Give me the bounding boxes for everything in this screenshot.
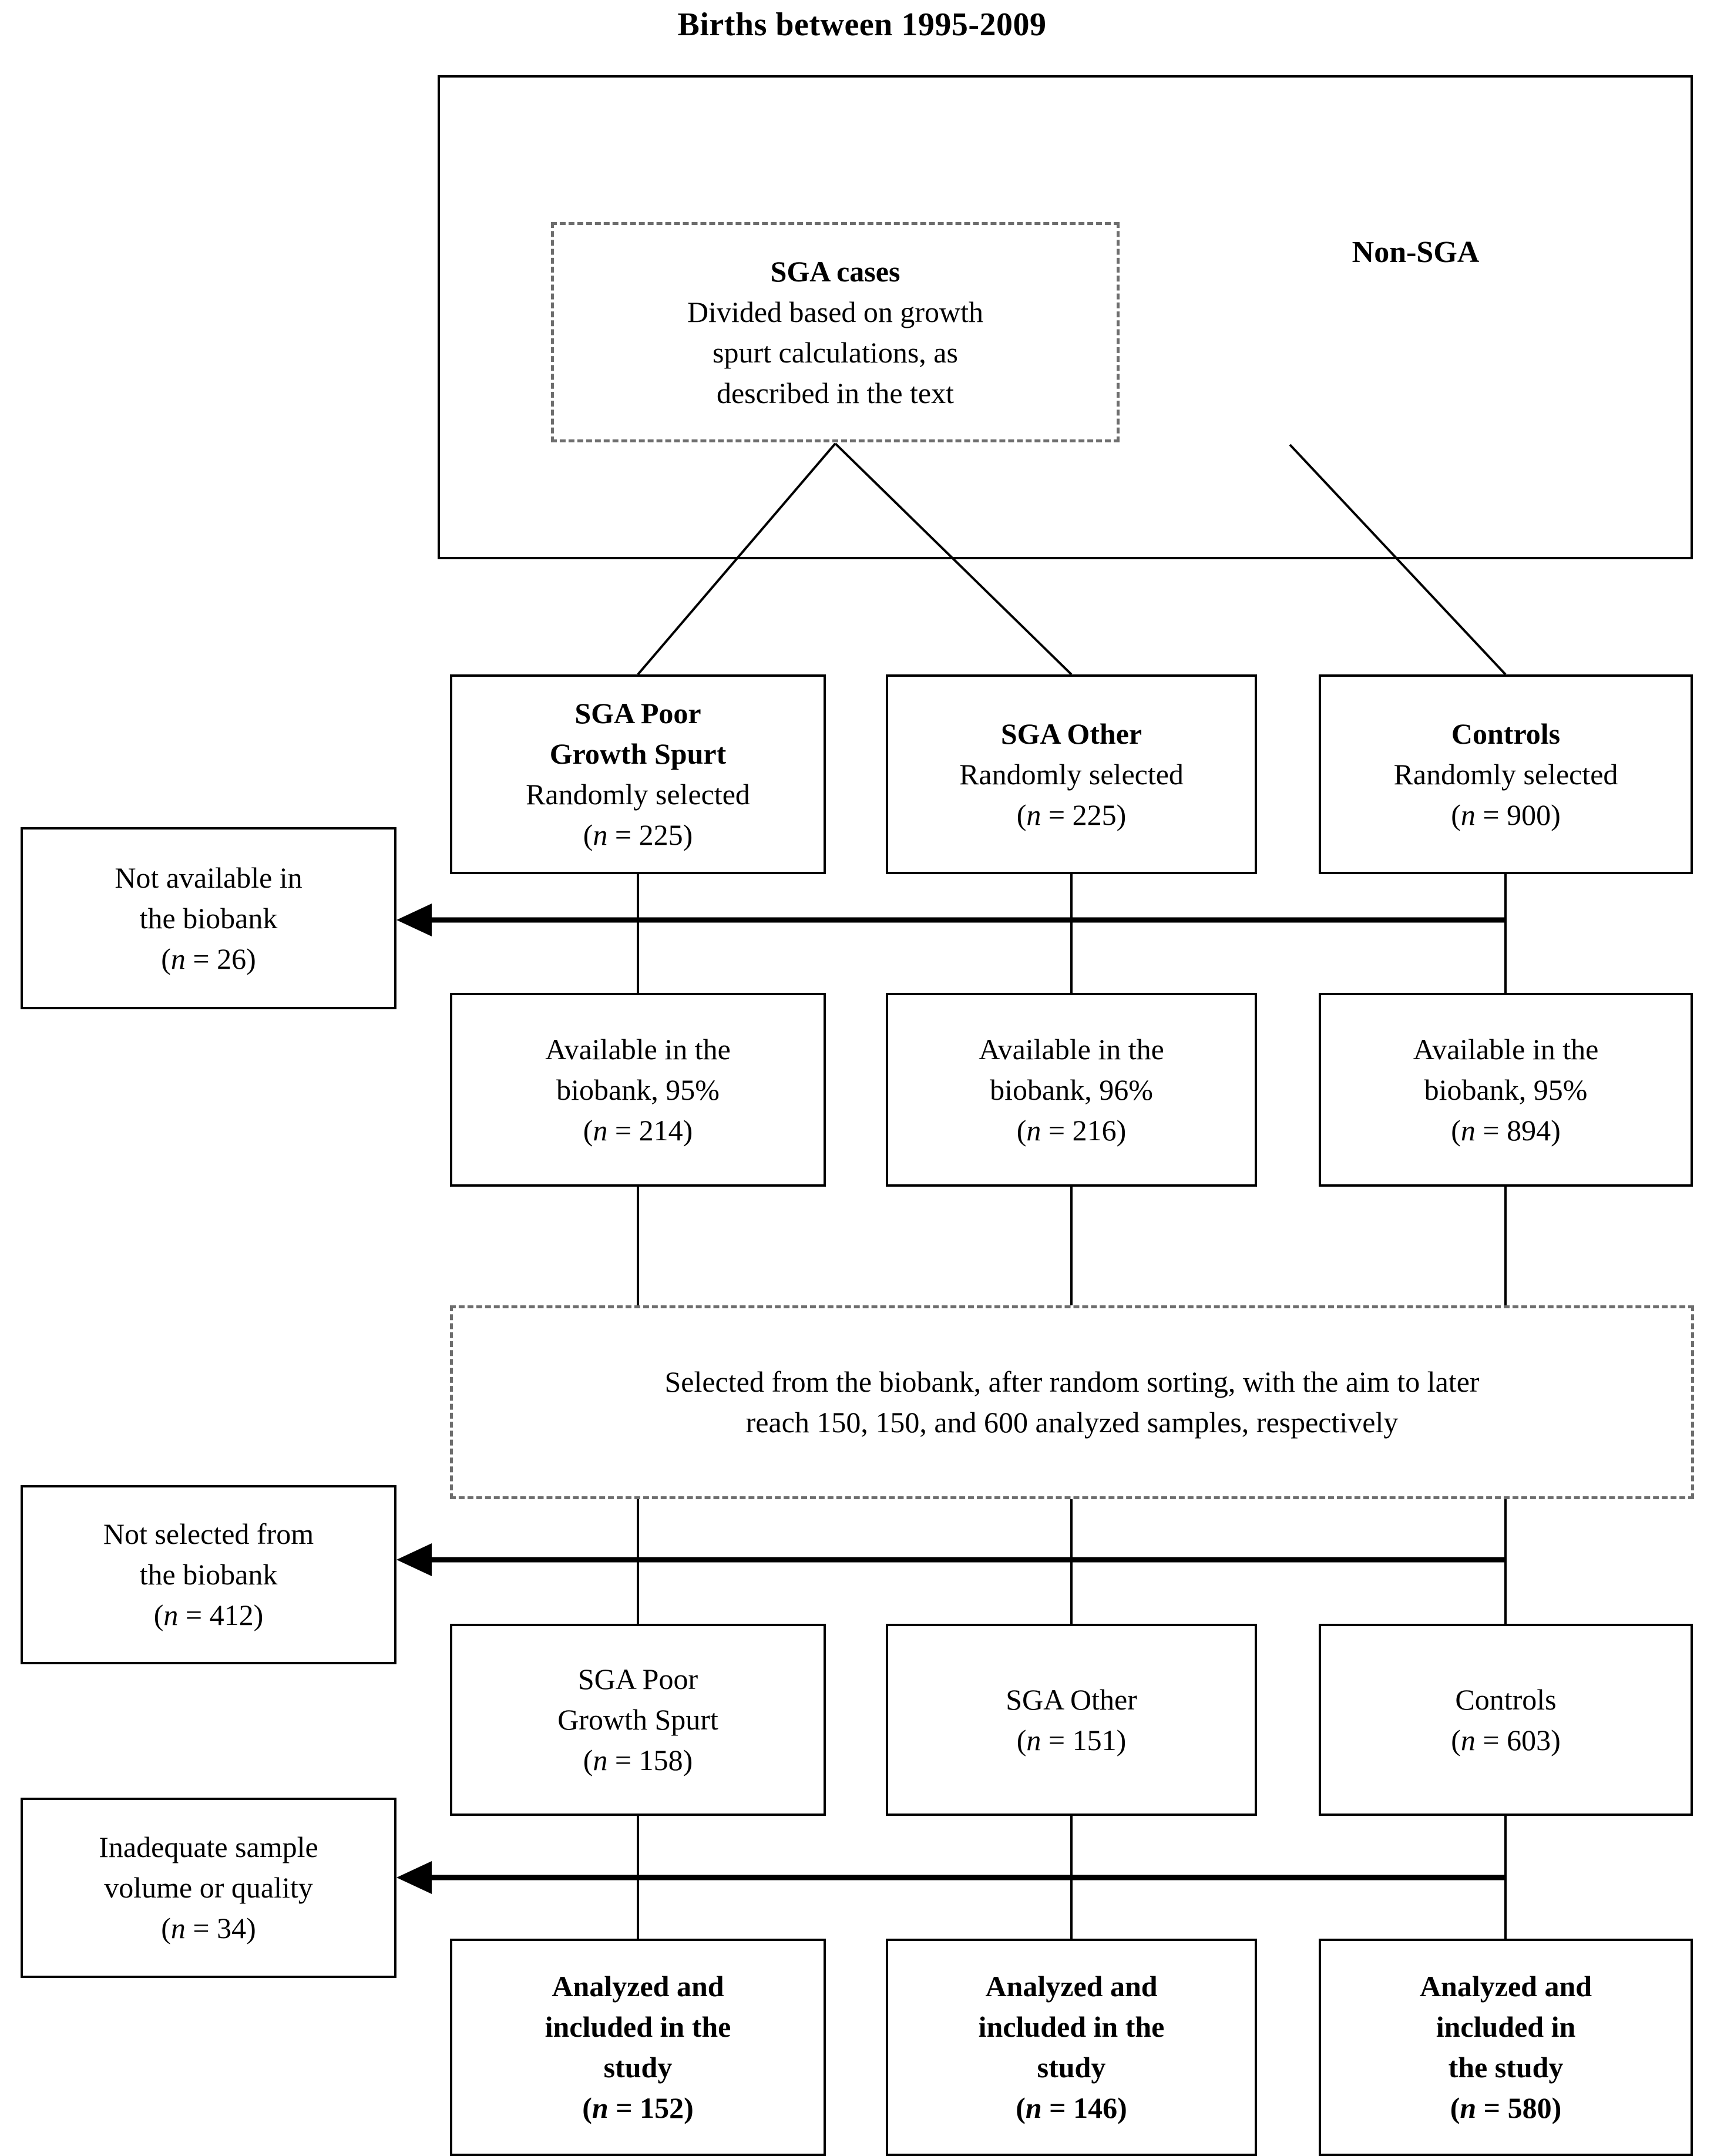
available-box-sga-poor-growth-spurt: Available in the biobank, 95% (n = 214) (450, 993, 826, 1187)
excl-2-n: (n = 34) (161, 1912, 256, 1945)
sga-cases-box: SGA cases Divided based on growth spurt … (551, 222, 1120, 442)
sel-1-heading1: SGA Other (1000, 717, 1142, 750)
sga-cases-line1: Divided based on growth (687, 295, 984, 328)
grp-0-line2: Growth Spurt (557, 1703, 718, 1736)
ana-1-line1: Analyzed and (985, 1970, 1158, 2003)
excl-0-n: (n = 26) (161, 942, 256, 975)
group-box-sga-poor-growth-spurt-selected: SGA Poor Growth Spurt Randomly selected … (450, 674, 826, 874)
sel-0-heading1: SGA Poor (574, 697, 701, 730)
grp-1-n: (n = 151) (1016, 1723, 1127, 1757)
analyzed-box-sga-poor-growth-spurt: Analyzed and included in the study (n = … (450, 1939, 826, 2156)
exclusion-box-not-available-biobank: Not available in the biobank (n = 26) (21, 827, 396, 1009)
avail-2-line2: biobank, 95% (1424, 1073, 1588, 1106)
page-title: Births between 1995-2009 (677, 6, 1047, 43)
analyzed-box-sga-other: Analyzed and included in the study (n = … (886, 1939, 1257, 2156)
sga-cases-heading: SGA cases (770, 254, 900, 288)
excl-2-line1: Inadequate sample (99, 1831, 318, 1863)
excl-2-line2: volume or quality (104, 1871, 313, 1904)
available-box-controls: Available in the biobank, 95% (n = 894) (1319, 993, 1693, 1187)
excl-1-line2: the biobank (139, 1558, 278, 1591)
excl-1-n: (n = 412) (153, 1598, 264, 1631)
grp-1-line1: SGA Other (1006, 1683, 1137, 1716)
analyzed-box-controls: Analyzed and included in the study (n = … (1319, 1939, 1693, 2156)
sga-cases-line3: described in the text (716, 376, 955, 409)
grp-0-line1: SGA Poor (577, 1663, 698, 1695)
sel-1-n: (n = 225) (1016, 798, 1127, 831)
ana-2-line3: the study (1448, 2051, 1564, 2084)
ana-2-line2: included in (1436, 2010, 1576, 2043)
sel-0-sub: Randomly selected (526, 778, 750, 811)
available-box-sga-other: Available in the biobank, 96% (n = 216) (886, 993, 1257, 1187)
avail-1-line1: Available in the (979, 1032, 1164, 1066)
sel-2-sub: Randomly selected (1393, 757, 1618, 791)
sel-2-n: (n = 900) (1451, 798, 1561, 831)
ana-0-line3: study (603, 2051, 673, 2084)
arrowhead-not-available-icon (396, 904, 432, 936)
ana-1-line2: included in the (978, 2010, 1165, 2043)
avail-0-line2: biobank, 95% (556, 1073, 720, 1106)
grp-0-n: (n = 158) (583, 1744, 693, 1776)
excl-0-line1: Not available in (115, 861, 303, 894)
group-box-controls-selected: Controls Randomly selected (n = 900) (1319, 674, 1693, 874)
avail-1-line2: biobank, 96% (990, 1073, 1153, 1106)
avail-2-line1: Available in the (1413, 1032, 1599, 1066)
excl-1-line1: Not selected from (103, 1517, 314, 1550)
ana-2-line1: Analyzed and (1419, 1970, 1592, 2003)
excl-0-line2: the biobank (139, 901, 278, 935)
avail-0-line1: Available in the (545, 1032, 731, 1066)
non-sga-label: Non-SGA (1352, 236, 1480, 269)
ana-2-n: (n = 580) (1450, 2091, 1562, 2124)
avail-2-n: (n = 894) (1451, 1113, 1561, 1147)
selected-note-line2: reach 150, 150, and 600 analyzed samples… (745, 1406, 1399, 1439)
ana-0-line2: included in the (545, 2010, 731, 2043)
sel-0-n: (n = 225) (583, 818, 693, 851)
selected-note-line1: Selected from the biobank, after random … (664, 1365, 1480, 1398)
group-box-sga-other-final: SGA Other (n = 151) (886, 1624, 1257, 1816)
selected-from-biobank-note: Selected from the biobank, after random … (450, 1305, 1694, 1499)
group-box-sga-poor-growth-spurt-final: SGA Poor Growth Spurt (n = 158) (450, 1624, 826, 1816)
ana-0-line1: Analyzed and (552, 1970, 724, 2003)
group-box-controls-final: Controls (n = 603) (1319, 1624, 1693, 1816)
avail-1-n: (n = 216) (1016, 1113, 1127, 1147)
exclusion-box-inadequate-sample: Inadequate sample volume or quality (n =… (21, 1798, 396, 1978)
ana-1-line3: study (1037, 2051, 1106, 2084)
arrowhead-inadequate-icon (396, 1861, 432, 1894)
arrowhead-not-selected-icon (396, 1543, 432, 1576)
ana-1-n: (n = 146) (1016, 2091, 1127, 2124)
avail-0-n: (n = 214) (583, 1113, 693, 1147)
sel-2-heading1: Controls (1451, 717, 1561, 750)
group-box-sga-other-selected: SGA Other Randomly selected (n = 225) (886, 674, 1257, 874)
ana-0-n: (n = 152) (582, 2091, 694, 2124)
sel-1-sub: Randomly selected (959, 757, 1184, 791)
grp-2-n: (n = 603) (1451, 1723, 1561, 1757)
sga-cases-line2: spurt calculations, as (713, 335, 958, 369)
grp-2-line1: Controls (1455, 1683, 1557, 1716)
sel-0-heading2: Growth Spurt (549, 737, 727, 770)
exclusion-box-not-selected-biobank: Not selected from the biobank (n = 412) (21, 1485, 396, 1664)
